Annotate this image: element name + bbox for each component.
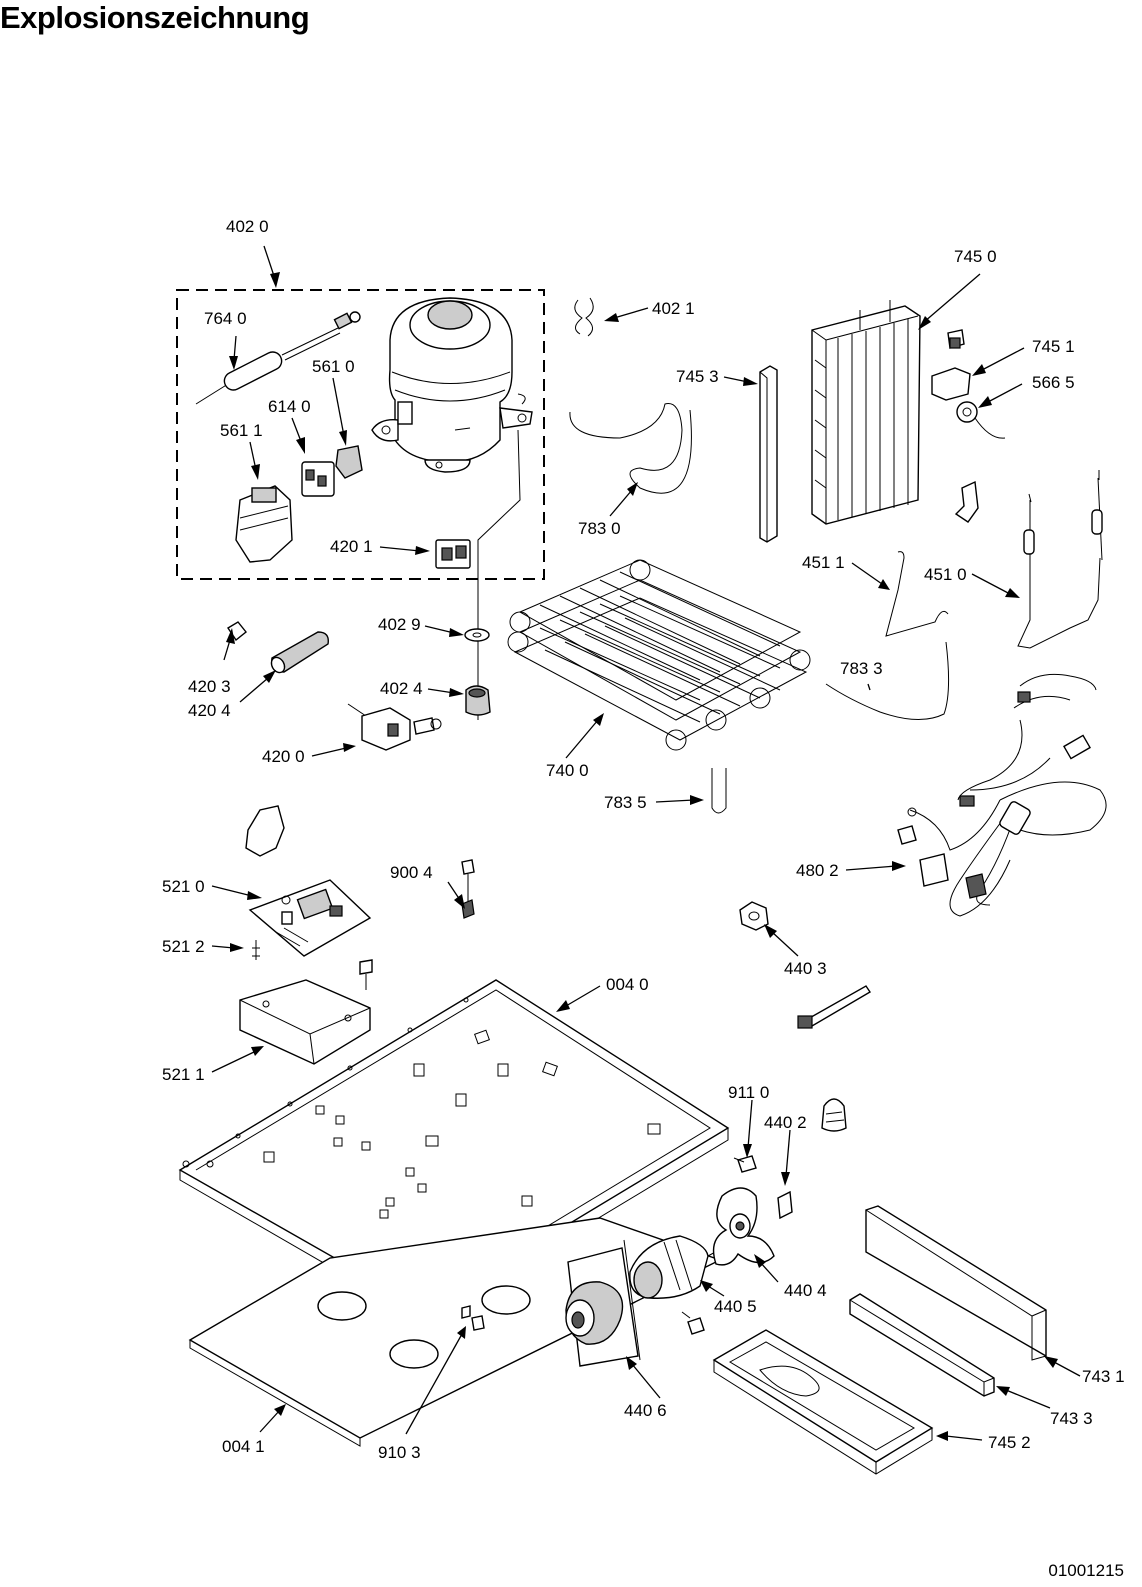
control-board: [248, 879, 372, 957]
callout-4403: 440 3: [784, 959, 827, 978]
clip: [574, 297, 594, 337]
callout-9004: 900 4: [390, 863, 433, 882]
page-title: Explosionszeichnung: [0, 0, 310, 35]
callout-4802: 480 2: [796, 861, 839, 880]
compressor-group-box: [176, 289, 545, 580]
board-housing: [239, 979, 371, 1065]
drip-tray: [712, 1329, 934, 1475]
relay-cover: [335, 445, 363, 479]
callout-4029: 402 9: [378, 615, 421, 634]
screw-9110: [733, 1155, 757, 1173]
callout-4406: 440 6: [624, 1401, 667, 1420]
callout-labels: 402 0 764 0 561 0 614 0 561 1 420 1 402 …: [162, 217, 1125, 1462]
callout-4020: 402 0: [226, 217, 269, 236]
clip-451: [954, 480, 979, 523]
wiring-harness: [897, 673, 1107, 917]
filter-dryer: [195, 311, 361, 405]
wire-nut: [821, 1098, 847, 1132]
screw-9004: [461, 859, 475, 919]
callout-5610: 561 0: [312, 357, 355, 376]
callout-5665: 566 5: [1032, 373, 1075, 392]
callout-7833: 783 3: [840, 659, 883, 678]
tube-783-0: [569, 403, 692, 494]
clip-board: [245, 805, 285, 857]
callout-7835: 783 5: [604, 793, 647, 812]
callout-4203: 420 3: [188, 677, 231, 696]
callout-4405: 440 5: [714, 1297, 757, 1316]
callout-9103: 910 3: [378, 1443, 421, 1462]
callout-4200: 420 0: [262, 747, 305, 766]
fan-blade: [712, 1187, 775, 1266]
clip-4402: [777, 1190, 793, 1220]
callout-9110: 911 0: [728, 1083, 769, 1102]
callout-6140: 614 0: [268, 397, 311, 416]
nut: [739, 901, 769, 931]
start-relay: [301, 461, 335, 497]
standoff: [252, 940, 260, 960]
callout-7830: 783 0: [578, 519, 621, 538]
callout-4511: 451 1: [802, 553, 845, 572]
heater-pipes: [1017, 470, 1103, 649]
condenser: [507, 559, 811, 751]
cable-tie: [797, 985, 871, 1029]
callout-0040: 004 0: [606, 975, 649, 994]
document-number: 01001215: [1048, 1561, 1124, 1580]
connector-4200: [347, 703, 442, 751]
callout-7450: 745 0: [954, 247, 997, 266]
compressor-cable: [477, 429, 521, 720]
cover-panel: [865, 1205, 1047, 1361]
compressor: [371, 297, 533, 473]
callout-7453: 745 3: [676, 367, 719, 386]
screw-9103: [461, 1305, 485, 1331]
bracket-7451: [931, 367, 971, 401]
pipe-7833: [825, 641, 950, 721]
callout-4021: 402 1: [652, 299, 695, 318]
fan-motor: [629, 1235, 731, 1299]
callout-0041: 004 1: [222, 1437, 265, 1456]
screw-521: [359, 959, 373, 990]
callout-5611: 561 1: [220, 421, 263, 440]
callout-4024: 402 4: [380, 679, 423, 698]
terminal-block: [435, 539, 471, 569]
screw-4405: [681, 1311, 705, 1335]
sensor-5665: [956, 401, 1006, 439]
callout-7451: 745 1: [1032, 337, 1075, 356]
sleeve-4204: [270, 631, 329, 674]
callout-4201: 420 1: [330, 537, 373, 556]
callout-4510: 451 0: [924, 565, 967, 584]
callout-7433: 743 3: [1050, 1409, 1093, 1428]
callout-4402: 440 2: [764, 1113, 807, 1132]
callout-7640: 764 0: [204, 309, 247, 328]
foam-strip-vertical: [759, 365, 778, 543]
fan-shroud: [565, 1239, 641, 1367]
screw-7451: [947, 329, 965, 349]
callout-7452: 745 2: [988, 1433, 1031, 1452]
evaporator: [811, 300, 921, 525]
callout-4204: 420 4: [188, 701, 231, 720]
callout-4404: 440 4: [784, 1281, 827, 1300]
hook-wire: [885, 551, 949, 637]
washer: [464, 628, 490, 642]
u-tube: [711, 768, 727, 814]
callout-5210: 521 0: [162, 877, 205, 896]
callout-5211: 521 1: [162, 1065, 205, 1084]
callout-7400: 740 0: [546, 761, 589, 780]
callout-5212: 521 2: [162, 937, 205, 956]
overload-protector: [235, 485, 293, 563]
callout-7431: 743 1: [1082, 1367, 1125, 1386]
foam-strip-horizontal: [849, 1293, 995, 1397]
leader-lines: [211, 245, 1081, 1441]
grommet: [465, 685, 491, 716]
